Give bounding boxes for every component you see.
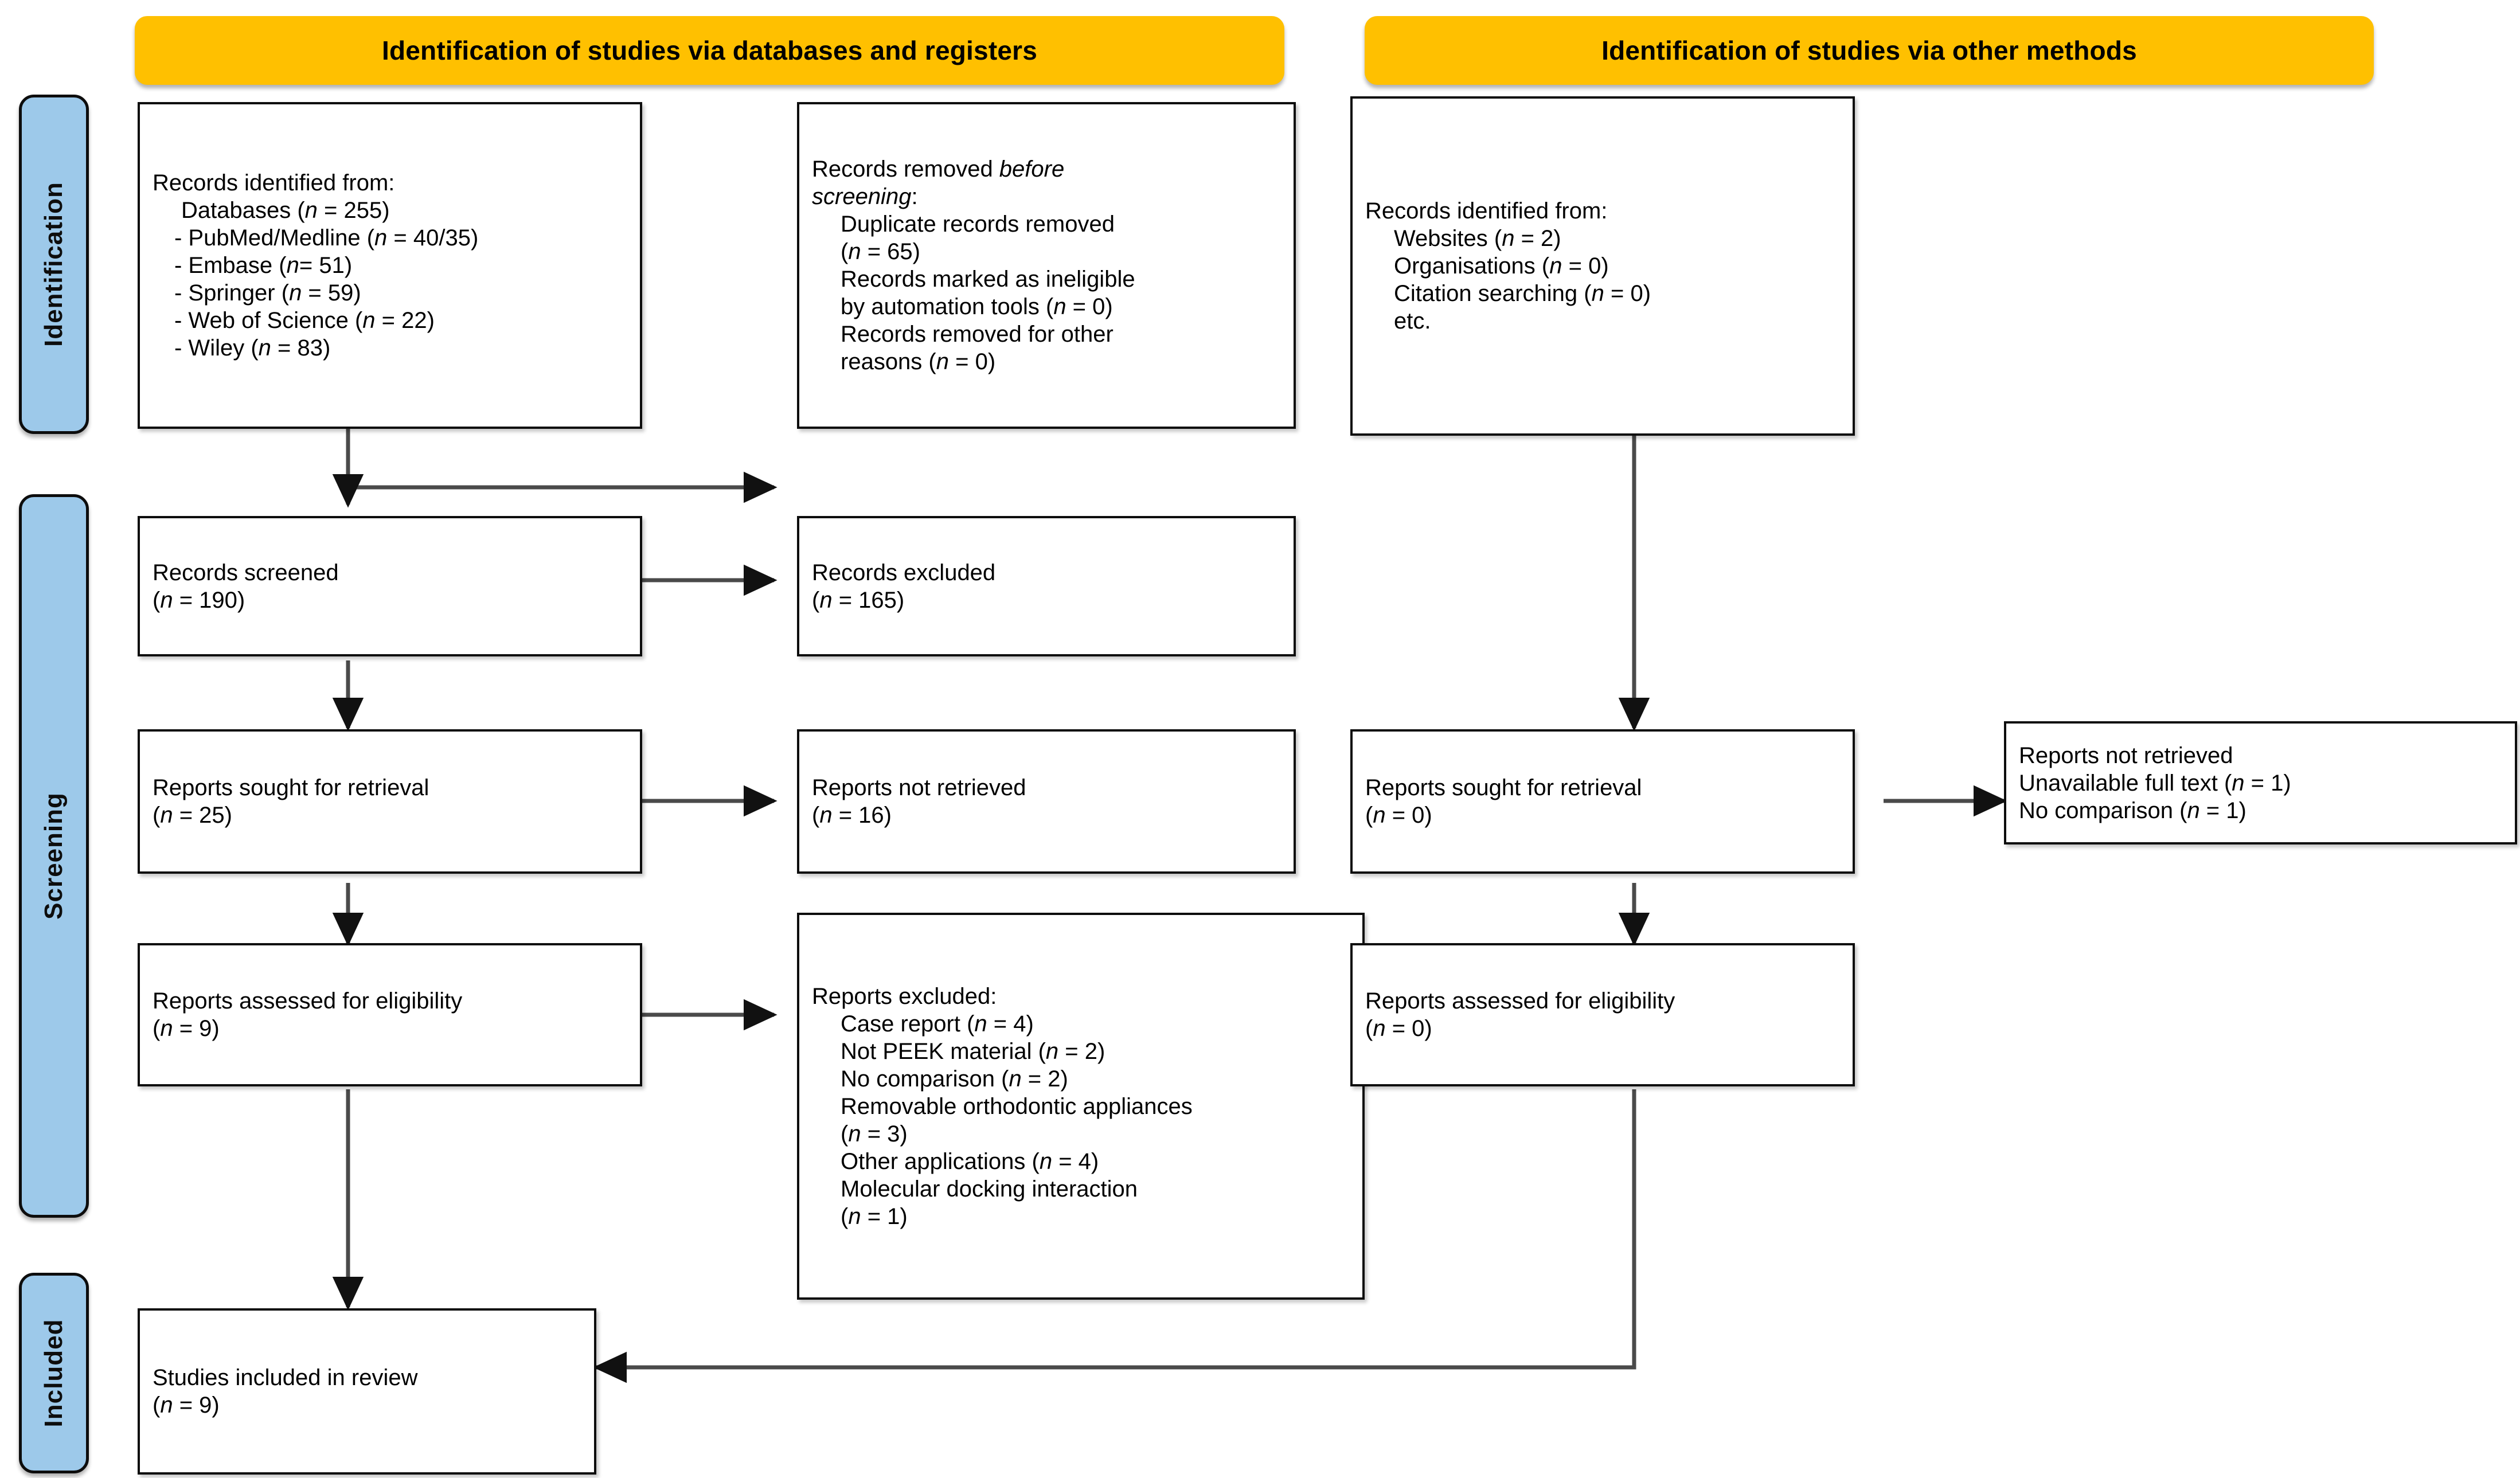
box-line: Reports not retrieved xyxy=(2019,742,2233,768)
stage-label-included: Included xyxy=(40,1319,68,1428)
box-line: (n = 1) xyxy=(841,1203,908,1229)
stage-label-identification: Identification xyxy=(40,182,68,347)
box-title: Reports excluded: xyxy=(812,983,997,1009)
box-reports-sought-other-methods: Reports sought for retrieval (n = 0) xyxy=(1350,729,1855,874)
box-reports-not-retrieved-other-methods: Reports not retrieved Unavailable full t… xyxy=(2004,721,2517,844)
box-line: Duplicate records removed xyxy=(841,212,1115,237)
box-line: Reports sought for retrieval xyxy=(1365,775,1642,800)
box-line: etc. xyxy=(1394,308,1431,334)
box-line: Organisations (n = 0) xyxy=(1394,253,1609,279)
box-records-removed-before-screening: Records removed before screening: Duplic… xyxy=(797,102,1296,429)
box-line: Reports not retrieved xyxy=(812,775,1026,800)
box-line: - Embase (n= 51) xyxy=(174,253,353,278)
box-line: Studies included in review xyxy=(153,1365,418,1390)
box-line: - PubMed/Medline (n = 40/35) xyxy=(174,225,479,251)
box-line: reasons (n = 0) xyxy=(841,349,996,374)
box-records-excluded: Records excluded (n = 165) xyxy=(797,516,1296,656)
wire-identified-to-removed xyxy=(346,425,778,503)
stage-bar-included: Included xyxy=(19,1273,89,1473)
box-line: Websites (n = 2) xyxy=(1394,226,1561,251)
box-line: No comparison (n = 1) xyxy=(2019,797,2246,823)
box-line: (n = 0) xyxy=(1365,803,1432,828)
box-line: (n = 9) xyxy=(153,1016,220,1041)
stage-bar-identification: Identification xyxy=(19,95,89,434)
box-reports-excluded: Reports excluded: Case report (n = 4) No… xyxy=(797,913,1365,1300)
stage-bar-screening: Screening xyxy=(19,494,89,1218)
box-line: (n = 3) xyxy=(841,1121,908,1147)
box-line: - Springer (n = 59) xyxy=(174,280,361,306)
phase-header-databases: Identification of studies via databases … xyxy=(135,16,1284,85)
box-line: Case report (n = 4) xyxy=(841,1011,1034,1037)
box-records-screened: Records screened (n = 190) xyxy=(138,516,642,656)
box-line: (n = 190) xyxy=(153,587,245,613)
box-line: - Wiley (n = 83) xyxy=(174,335,331,361)
box-reports-assessed-databases: Reports assessed for eligibility (n = 9) xyxy=(138,943,642,1086)
box-line: Molecular docking interaction xyxy=(841,1176,1138,1202)
box-records-identified-other-methods: Records identified from: Websites (n = 2… xyxy=(1350,96,1855,436)
box-line: (n = 25) xyxy=(153,803,232,828)
box-line: Records screened xyxy=(153,560,339,585)
box-reports-sought-databases: Reports sought for retrieval (n = 25) xyxy=(138,729,642,874)
box-line: Records excluded xyxy=(812,560,996,585)
box-title: Records identified from: xyxy=(1365,198,1608,224)
box-line: Records removed for other xyxy=(841,322,1114,347)
box-line: (n = 165) xyxy=(812,587,905,613)
box-line: Citation searching (n = 0) xyxy=(1394,281,1651,306)
box-title: Records identified from: xyxy=(153,170,395,195)
box-line: Databases (n = 255) xyxy=(181,198,390,223)
box-line: (n = 16) xyxy=(812,803,892,828)
box-line: (n = 9) xyxy=(153,1393,220,1418)
box-studies-included-in-review: Studies included in review (n = 9) xyxy=(138,1308,596,1475)
stage-label-screening: Screening xyxy=(40,792,68,920)
box-reports-assessed-other-methods: Reports assessed for eligibility (n = 0) xyxy=(1350,943,1855,1086)
box-line: Reports assessed for eligibility xyxy=(1365,988,1675,1014)
box-line: (n = 65) xyxy=(841,239,920,264)
box-line: Removable orthodontic appliances xyxy=(841,1093,1193,1119)
box-records-identified-databases: Records identified from: Databases (n = … xyxy=(138,102,642,429)
phase-header-other-methods: Identification of studies via other meth… xyxy=(1365,16,2374,85)
box-line: - Web of Science (n = 22) xyxy=(174,308,435,333)
box-line: No comparison (n = 2) xyxy=(841,1066,1068,1092)
box-line: Unavailable full text (n = 1) xyxy=(2019,770,2291,796)
box-line: Records marked as ineligible xyxy=(841,267,1135,292)
box-line: Reports sought for retrieval xyxy=(153,775,429,800)
box-reports-not-retrieved-databases: Reports not retrieved (n = 16) xyxy=(797,729,1296,874)
box-line: (n = 0) xyxy=(1365,1016,1432,1041)
box-line: Other applications (n = 4) xyxy=(841,1148,1099,1174)
box-line: Reports assessed for eligibility xyxy=(153,988,463,1014)
box-line: Not PEEK material (n = 2) xyxy=(841,1038,1105,1064)
box-title: Records removed before xyxy=(812,157,1065,182)
box-title-cont: screening: xyxy=(812,184,918,209)
box-line: by automation tools (n = 0) xyxy=(841,294,1113,319)
